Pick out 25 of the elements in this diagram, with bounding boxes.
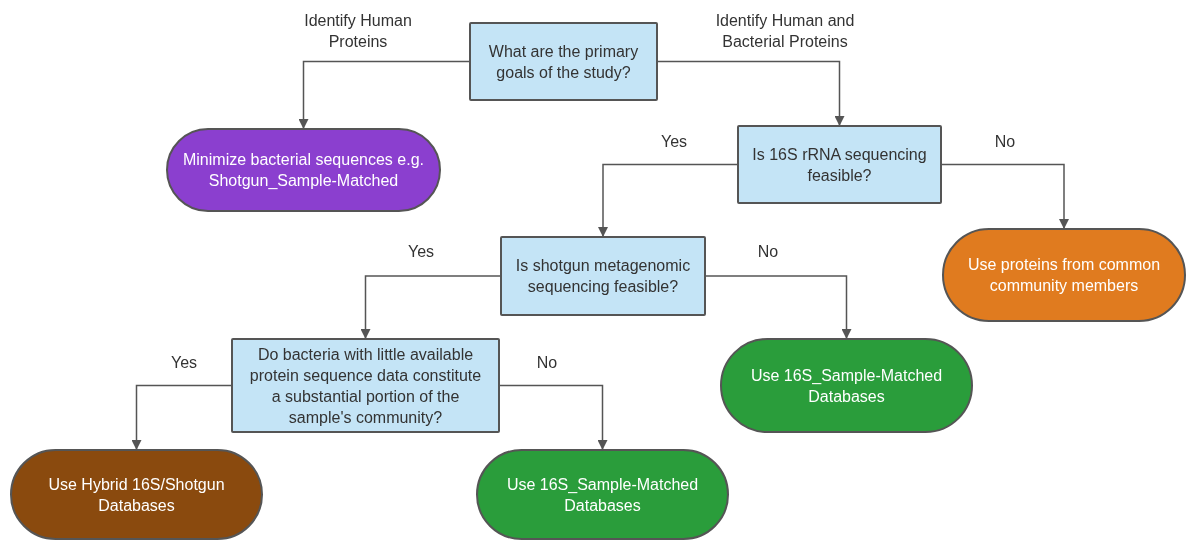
decision-box: Do bacteria with little available protein sequence data constitute a substantial portion of the sample's community? [231,338,500,433]
arrow [941,163,1069,229]
edge-label: Identify Human Proteins [303,11,413,52]
arrow [598,163,738,237]
arrow [298,60,470,129]
decision-box: What are the primary goals of the study? [469,22,658,101]
edge-label: No [756,242,780,262]
edge-label: No [535,353,559,373]
terminal-pill: Minimize bacterial sequences e.g. Shotgun_Sample-Matched [166,128,441,212]
edge-label: Yes [169,353,199,373]
edge-label: Yes [406,242,436,262]
terminal-pill: Use 16S_Sample-Matched Databases [720,338,973,433]
edge-label: No [993,132,1017,152]
terminal-pill: Use 16S_Sample-Matched Databases [476,449,729,540]
arrow [657,60,845,126]
arrow [131,384,232,450]
terminal-pill: Use proteins from common community members [942,228,1186,322]
decision-box: Is shotgun metagenomic sequencing feasible? [500,236,706,316]
arrow [499,384,608,450]
decision-box: Is 16S rRNA sequencing feasible? [737,125,942,204]
arrow [360,275,501,339]
edge-label: Yes [659,132,689,152]
edge-label: Identify Human and Bacterial Proteins [714,11,856,52]
arrow [705,275,852,339]
terminal-pill: Use Hybrid 16S/Shotgun Databases [10,449,263,540]
